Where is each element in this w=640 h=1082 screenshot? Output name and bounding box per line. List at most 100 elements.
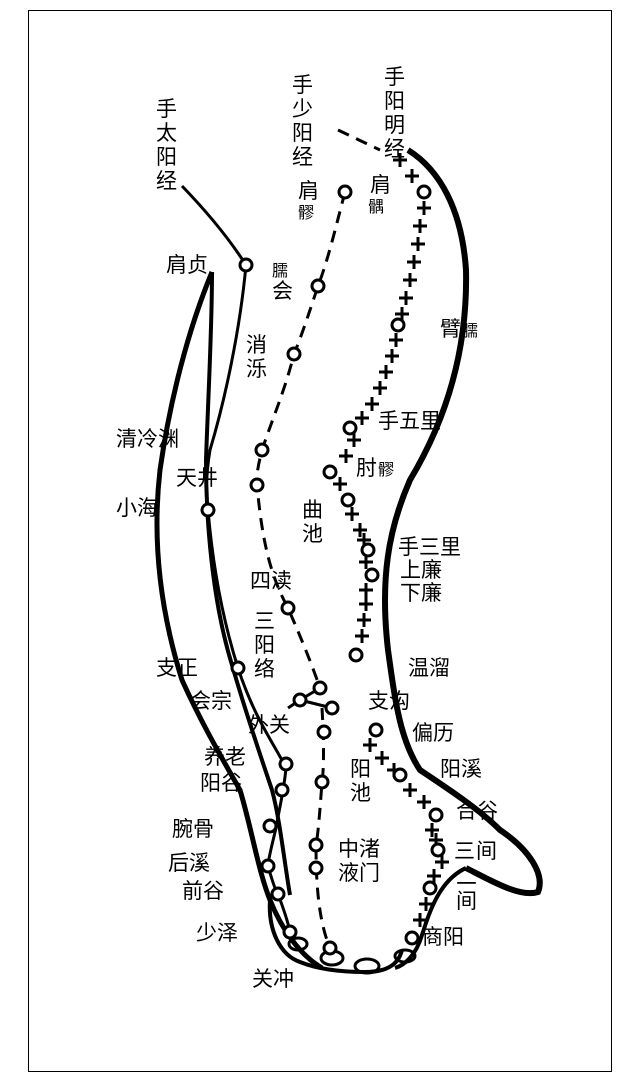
acupoint-circle [340, 492, 356, 508]
label-zhizheng: 支正 [156, 656, 198, 680]
label-jianliao: 肩 [298, 179, 319, 203]
yangming-meridian-crosses [333, 153, 449, 927]
label-tianjing: 天井 [176, 466, 218, 490]
acupoint-circle [200, 502, 216, 518]
label-sidu: 四渎 [250, 569, 292, 593]
label-xiaoluo-2: 泺 [246, 357, 267, 381]
label-xialian: 下廉 [400, 581, 442, 605]
label-yangchi-2: 池 [350, 781, 371, 805]
label-jianyu-2: 髃 [368, 197, 384, 216]
acupoint-circle [280, 600, 296, 616]
label-sanyangluo-2: 阳 [254, 633, 275, 657]
meridian-title-taiyang: 手 太 阳 经 [156, 97, 177, 193]
title-char: 明 [384, 113, 405, 137]
label-binao-2: 臑 [462, 321, 478, 340]
acupoint-circle [314, 774, 330, 790]
acupoint-circle [308, 837, 324, 853]
acupoint-circle [430, 842, 446, 858]
label-qiangu: 前谷 [182, 879, 224, 903]
label-jianyu: 肩 [370, 173, 391, 197]
title-char: 阳 [156, 145, 177, 169]
acupoint-circle [254, 442, 270, 458]
acupoint-circle [238, 257, 254, 273]
label-quchi: 曲 [302, 498, 323, 522]
label-pianli: 偏历 [412, 721, 454, 745]
acupoint-circle [270, 886, 286, 902]
acupoint-circle [404, 930, 420, 946]
acupoint-circle [322, 464, 338, 480]
meridian-title-shaoyang: 手 少 阳 经 [292, 73, 313, 169]
acupoint-circle [292, 692, 308, 708]
label-zhongzhu: 中渚 [338, 837, 380, 861]
acupoint-circle [337, 184, 353, 200]
title-char: 经 [384, 137, 405, 161]
acupoint-circle [274, 782, 290, 798]
title-char: 经 [156, 169, 177, 193]
acupoint-circle [392, 767, 408, 783]
acupoint-circle [249, 477, 265, 493]
label-shaoze: 少泽 [196, 921, 238, 945]
title-char: 阳 [384, 89, 405, 113]
label-sanjian-2: 间 [476, 839, 497, 863]
acupoint-circle [286, 346, 302, 362]
label-naohui-2: 会 [272, 279, 293, 303]
label-guanchong: 关冲 [252, 967, 294, 991]
label-erjian-2: 间 [456, 889, 477, 913]
label-shouwuli: 手五里 [378, 409, 441, 433]
acupoint-circle [348, 647, 364, 663]
arm-outline-inner-back [203, 271, 292, 896]
label-shanglian: 上廉 [400, 558, 442, 582]
acupoint-circle [312, 680, 328, 696]
label-yangchi: 阳 [350, 757, 371, 781]
title-char: 手 [384, 65, 405, 89]
acupoint-circle [416, 184, 432, 200]
title-char: 经 [292, 145, 313, 169]
acupoint-circle [390, 317, 406, 333]
acupoint-circle [428, 807, 444, 823]
label-sanjian: 三 [454, 839, 475, 863]
label-yemen: 液门 [338, 861, 380, 885]
acupoint-circle [262, 818, 278, 834]
label-zhigou: 支沟 [368, 689, 410, 713]
acupoint-circle [342, 420, 358, 436]
acupoint-circle [282, 924, 298, 940]
label-qinglengyuan: 清冷渊 [116, 427, 179, 451]
label-sanyangluo-3: 络 [254, 657, 275, 681]
acupoint-circle [310, 278, 326, 294]
label-binao: 臂 [440, 317, 461, 341]
figure-frame [28, 10, 612, 1072]
acupoint-circle [368, 722, 384, 738]
label-wangu: 腕骨 [172, 817, 214, 841]
label-shousanli: 手三里 [398, 535, 461, 559]
acupoint-circle [422, 880, 438, 896]
label-houxi: 后溪 [168, 851, 210, 875]
title-char: 阳 [292, 121, 313, 145]
label-hegu: 合谷 [456, 799, 498, 823]
fingernail-index [393, 948, 417, 964]
meridian-title-yangming: 手 阳 明 经 [384, 65, 405, 161]
label-yangxi: 阳溪 [440, 757, 482, 781]
acupoint-circle [308, 860, 324, 876]
label-zhouliao-2: 髎 [378, 460, 394, 479]
label-jianliao-2: 髎 [298, 203, 314, 222]
finger-tips-outline [267, 899, 404, 975]
label-yanggu: 阳谷 [200, 771, 242, 795]
acupoint-circle [278, 756, 294, 772]
label-wenliu: 温溜 [408, 656, 450, 680]
label-xiaoluo: 消 [246, 333, 267, 357]
title-char: 少 [292, 97, 313, 121]
label-naohui: 臑 [272, 261, 288, 280]
acupoint-circle [230, 660, 246, 676]
acupoint-circle [316, 724, 332, 740]
label-quchi-2: 池 [302, 522, 323, 546]
label-jianzhen: 肩贞 [166, 253, 208, 277]
title-char: 太 [156, 121, 177, 145]
acupoint-circle [322, 940, 338, 956]
label-waiguan: 外关 [248, 713, 290, 737]
acupoint-markers [200, 184, 446, 956]
shaoyang-meridian-top-dash [337, 128, 381, 152]
arm-outline-outer-back [154, 271, 324, 971]
acupoint-circle [360, 542, 376, 558]
fingernail-little [287, 936, 309, 952]
